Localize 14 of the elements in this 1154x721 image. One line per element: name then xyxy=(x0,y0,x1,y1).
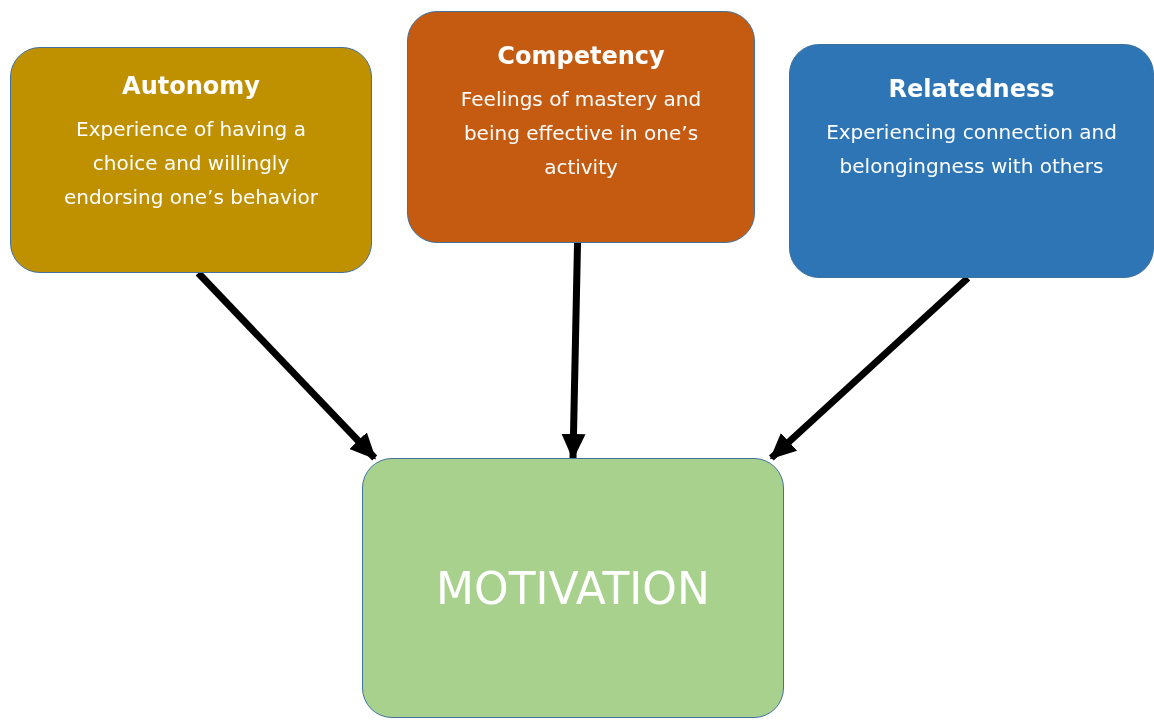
autonomy-box xyxy=(10,47,372,273)
competency-box xyxy=(407,11,755,243)
arrow xyxy=(768,275,971,461)
motivation-box xyxy=(362,458,784,718)
arrow xyxy=(561,242,586,460)
node-heading: Autonomy xyxy=(122,72,260,100)
node-description: Feelings of mastery and being effective in one’s activity xyxy=(459,86,703,181)
node-heading: Competency xyxy=(497,42,665,70)
node-title: MOTIVATION xyxy=(436,562,710,614)
node-heading: Relatedness xyxy=(888,75,1055,103)
node-description: Experience of having a choice and willingly endorsing one’s behavior xyxy=(63,116,319,211)
arrow xyxy=(195,270,378,461)
relatedness-box xyxy=(789,44,1154,278)
node-description: Experiencing connection and belongingness with others xyxy=(825,119,1118,180)
